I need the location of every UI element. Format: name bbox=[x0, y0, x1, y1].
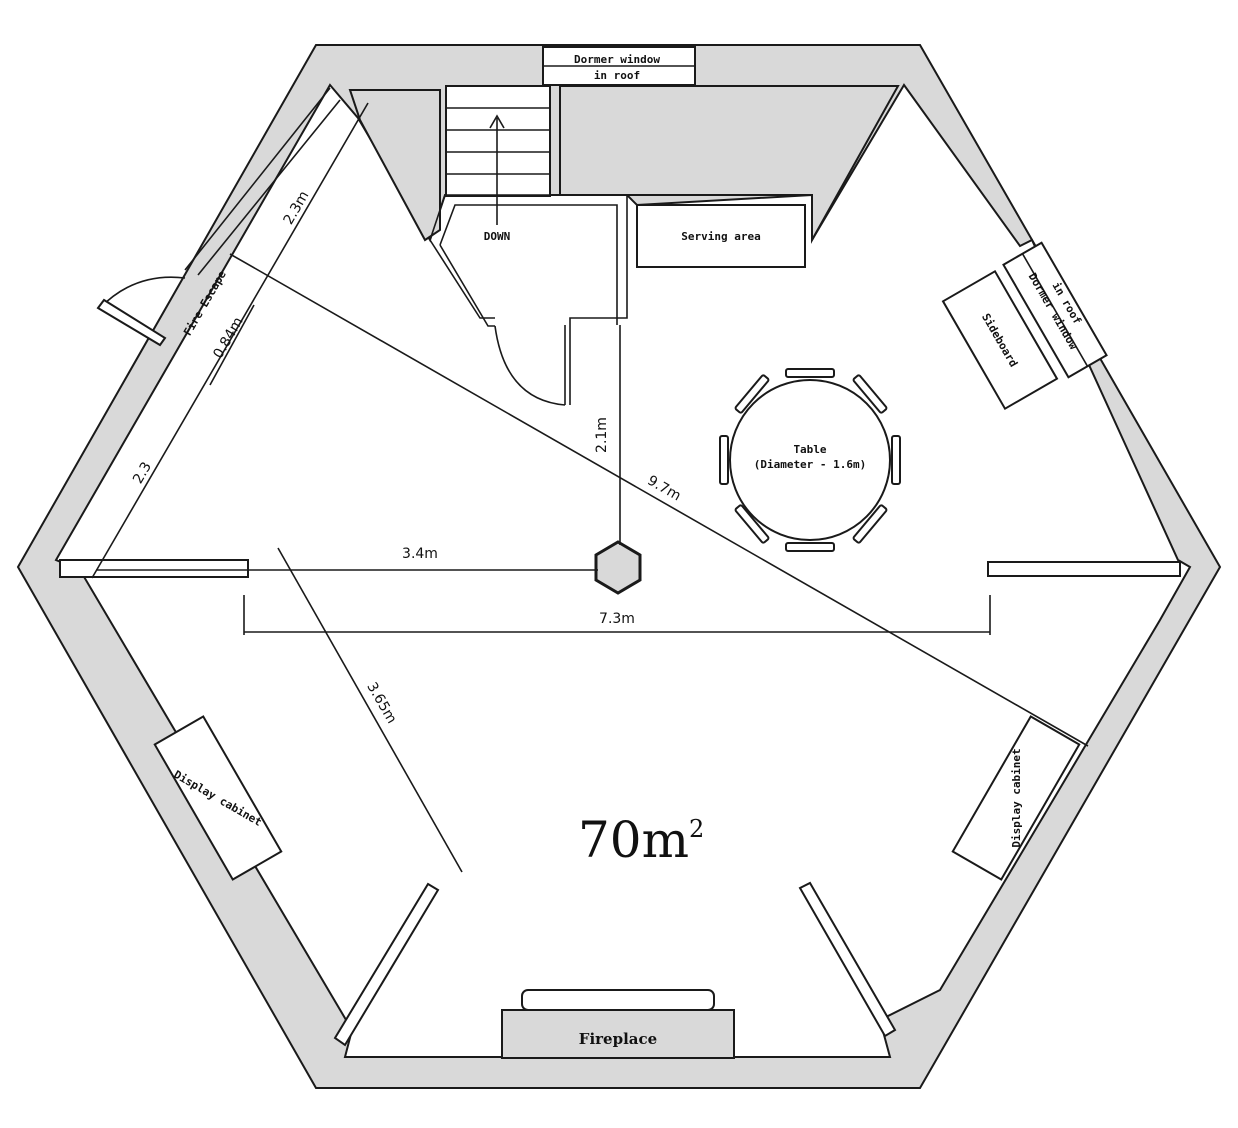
serving-area-label: Serving area bbox=[681, 230, 760, 243]
dim-3-4m: 3.4m bbox=[402, 546, 438, 562]
right-mid-wall bbox=[987, 561, 1181, 577]
floor-area-value: 70m bbox=[578, 811, 689, 869]
stair-enclosure-inner bbox=[439, 204, 618, 325]
lower-right-wall bbox=[798, 881, 897, 1038]
sideboard: Sideboard bbox=[941, 269, 1059, 411]
stair-left-wall-b bbox=[439, 244, 495, 327]
display-cabinet-right-label: Display cabinet bbox=[1010, 748, 1023, 847]
fireplace-label: Fireplace bbox=[579, 1030, 657, 1048]
table-label-1: Table bbox=[793, 443, 826, 456]
central-column bbox=[594, 540, 642, 595]
dim-2-1m: 2.1m bbox=[594, 417, 610, 453]
dining-table bbox=[719, 368, 901, 552]
left-inner-wall-b bbox=[197, 99, 341, 276]
left-inner-wall bbox=[184, 87, 331, 271]
dormer-top-label-2: in roof bbox=[594, 69, 640, 82]
stairs-down-label: DOWN bbox=[484, 230, 511, 243]
dimension-lines bbox=[91, 102, 1089, 873]
fire-escape-door bbox=[96, 276, 186, 347]
dormer-top-label-1: Dormer window bbox=[574, 53, 660, 66]
stair-left-wall bbox=[429, 239, 495, 319]
serving-area bbox=[636, 204, 806, 268]
staircase bbox=[445, 85, 551, 225]
fireplace bbox=[501, 1009, 735, 1059]
fireplace-hearth bbox=[521, 989, 715, 1011]
left-mid-wall bbox=[59, 559, 249, 578]
stair-enclosure bbox=[429, 194, 628, 405]
lower-left-wall bbox=[333, 882, 440, 1047]
stair-door-swing bbox=[494, 325, 566, 406]
floor-area: 70m2 bbox=[578, 811, 704, 869]
floor-area-sup: 2 bbox=[689, 815, 704, 843]
dim-7-3m: 7.3m bbox=[599, 611, 635, 627]
display-cabinet-right: Display cabinet bbox=[951, 715, 1081, 881]
table-label-2: (Diameter - 1.6m) bbox=[754, 458, 867, 471]
